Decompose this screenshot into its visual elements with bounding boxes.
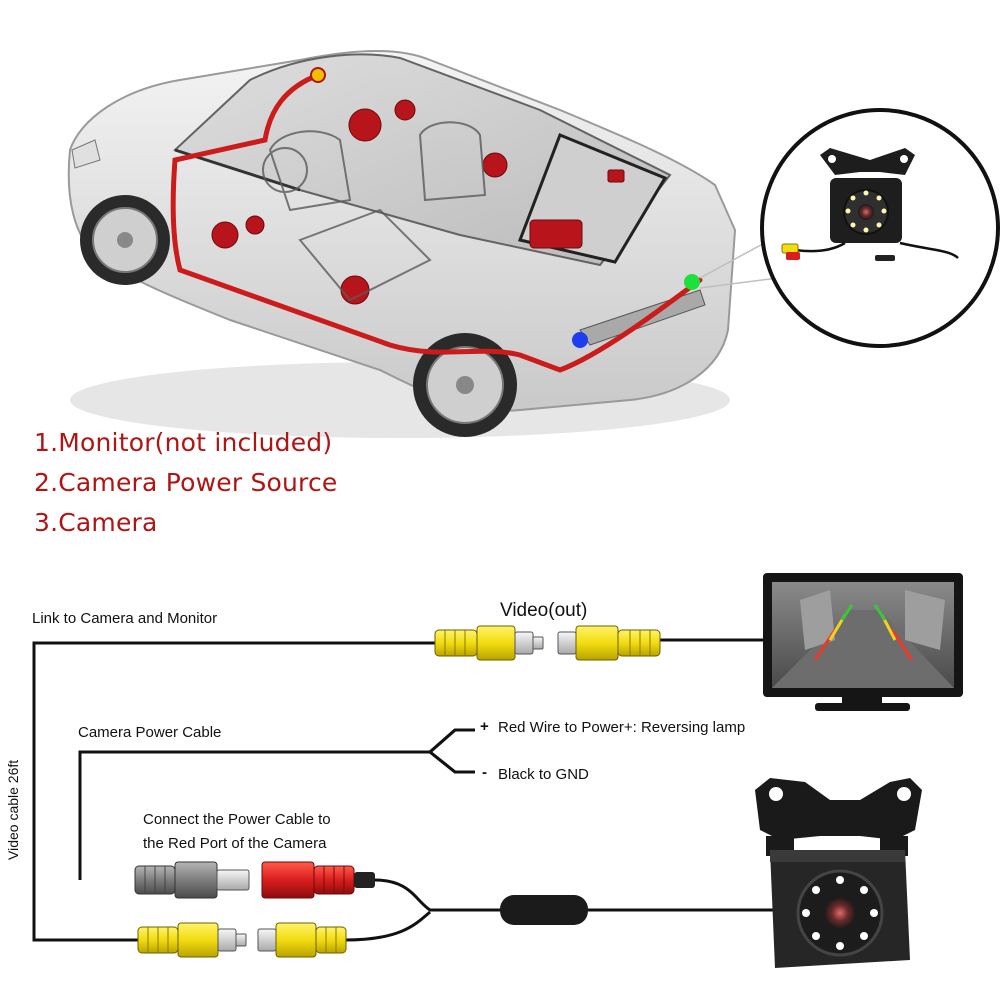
label-video-out: Video(out) [500, 600, 588, 621]
label-connect-line1: Connect the Power Cable to [143, 811, 331, 828]
legend-item-monitor: 1.Monitor(not included) [34, 428, 333, 457]
power-wire-split [429, 728, 456, 774]
wiring-schematic [32, 638, 778, 942]
legend-item-power-source: 2.Camera Power Source [34, 468, 338, 497]
marker-power-source [572, 332, 588, 348]
car-illustration [67, 50, 779, 438]
monitor-device [763, 573, 963, 711]
rear-wheel [413, 333, 517, 437]
inline-filter [500, 895, 588, 925]
power-port-red [261, 861, 375, 899]
camera-video-plug-right [257, 922, 347, 958]
camera-video-plug-left [137, 922, 247, 958]
video-out-plug-right [557, 625, 661, 661]
label-black-wire: Black to GND [498, 766, 589, 783]
label-connect-line2: the Red Port of the Camera [143, 835, 327, 852]
label-plus-sign: + [480, 718, 489, 735]
backup-camera [755, 778, 922, 968]
marker-monitor [310, 67, 326, 83]
label-minus-sign: - [482, 764, 487, 781]
label-red-wire: Red Wire to Power+: Reversing lamp [498, 719, 746, 736]
legend-item-camera: 3.Camera [34, 508, 158, 537]
front-wheel [80, 195, 170, 285]
label-link-camera-monitor: Link to Camera and Monitor [32, 610, 218, 627]
marker-camera [684, 274, 700, 290]
label-camera-power-cable: Camera Power Cable [78, 724, 222, 741]
wire-route [170, 72, 703, 373]
label-video-cable-length: Video cable 26ft [5, 759, 21, 860]
camera-zoom-inset [760, 108, 1000, 348]
power-plug-grey [134, 861, 250, 899]
video-out-plug-left [434, 625, 544, 661]
